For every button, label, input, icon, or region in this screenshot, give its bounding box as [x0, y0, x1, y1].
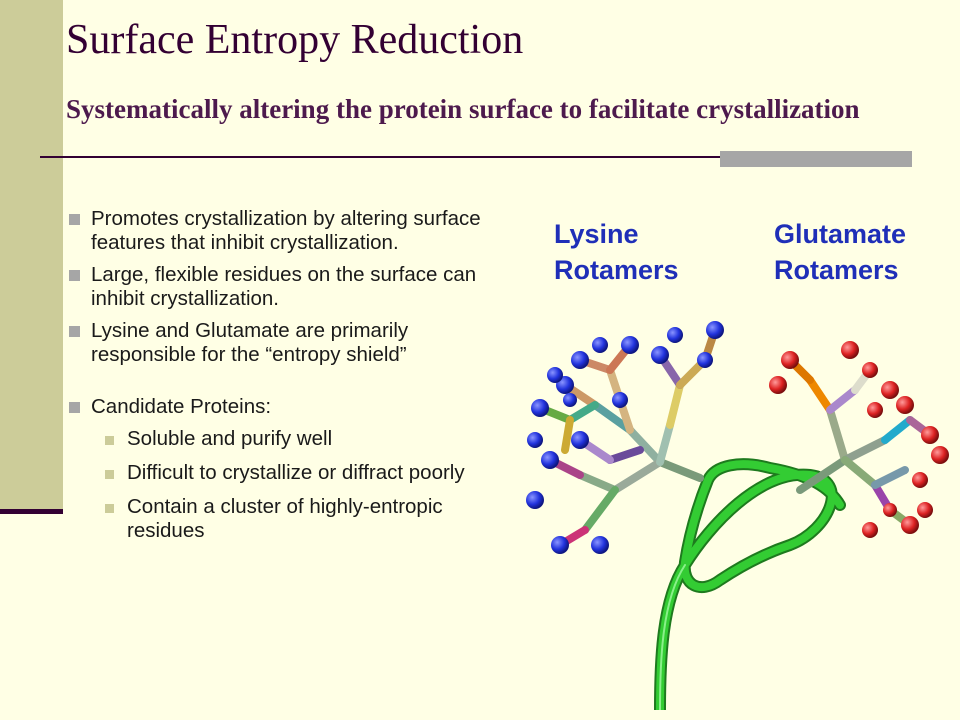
lysine-label-line: Rotamers	[554, 255, 679, 285]
glutamate-label-line: Glutamate	[774, 219, 907, 249]
bullet-text: Candidate Proteins:	[91, 395, 272, 418]
sub-bullet-item: Contain a cluster of highly-entropic res…	[104, 495, 518, 543]
bullet-list: Promotes crystallization by altering sur…	[68, 207, 518, 553]
rotamer-molecule-figure	[526, 321, 949, 710]
bullet-item: Promotes crystallization by altering sur…	[68, 207, 518, 255]
slide-subtitle: Systematically altering the protein surf…	[66, 94, 860, 124]
glutamate-label-line: Rotamers	[774, 255, 899, 285]
sub-bullet-text: Soluble and purify well	[127, 427, 333, 450]
backbone-ribbon	[654, 458, 846, 710]
glutamate-oxygen-atoms	[769, 341, 949, 538]
bullet-text: Promotes crystallization by altering sur…	[91, 207, 481, 254]
lysine-rotamers-label: Lysine Rotamers	[554, 216, 679, 288]
side-bar	[0, 0, 63, 512]
sub-bullet-text: Difficult to crystallize or diffract poo…	[127, 461, 465, 484]
bullet-item: Large, flexible residues on the surface …	[68, 263, 518, 311]
glutamate-rotamer-sticks	[786, 356, 934, 529]
bullet-square-icon	[69, 270, 80, 281]
lysine-rotamer-sticks	[536, 326, 719, 549]
sub-bullet-square-icon	[105, 470, 114, 479]
sub-bullet-square-icon	[105, 436, 114, 445]
bullet-text: Lysine and Glutamate are primarily respo…	[91, 319, 409, 366]
lysine-nitrogen-atoms	[526, 321, 724, 554]
sub-bullet-square-icon	[105, 504, 114, 513]
sub-bullet-text: Contain a cluster of highly-entropic res…	[127, 495, 443, 542]
bullet-square-icon	[69, 214, 80, 225]
bullet-text: Large, flexible residues on the surface …	[91, 263, 477, 310]
side-bar-tick	[0, 509, 63, 514]
bullet-square-icon	[69, 402, 80, 413]
sub-bullet-item: Soluble and purify well	[104, 427, 518, 451]
bullet-item: Lysine and Glutamate are primarily respo…	[68, 319, 518, 367]
slide-title: Surface Entropy Reduction	[66, 17, 524, 63]
bullet-item: Candidate Proteins:	[68, 395, 518, 419]
title-rule	[40, 156, 912, 158]
title-rule-accent	[720, 151, 912, 167]
glutamate-rotamers-label: Glutamate Rotamers	[774, 216, 906, 288]
lysine-label-line: Lysine	[554, 219, 639, 249]
bullet-square-icon	[69, 326, 80, 337]
sub-bullet-item: Difficult to crystallize or diffract poo…	[104, 461, 518, 485]
